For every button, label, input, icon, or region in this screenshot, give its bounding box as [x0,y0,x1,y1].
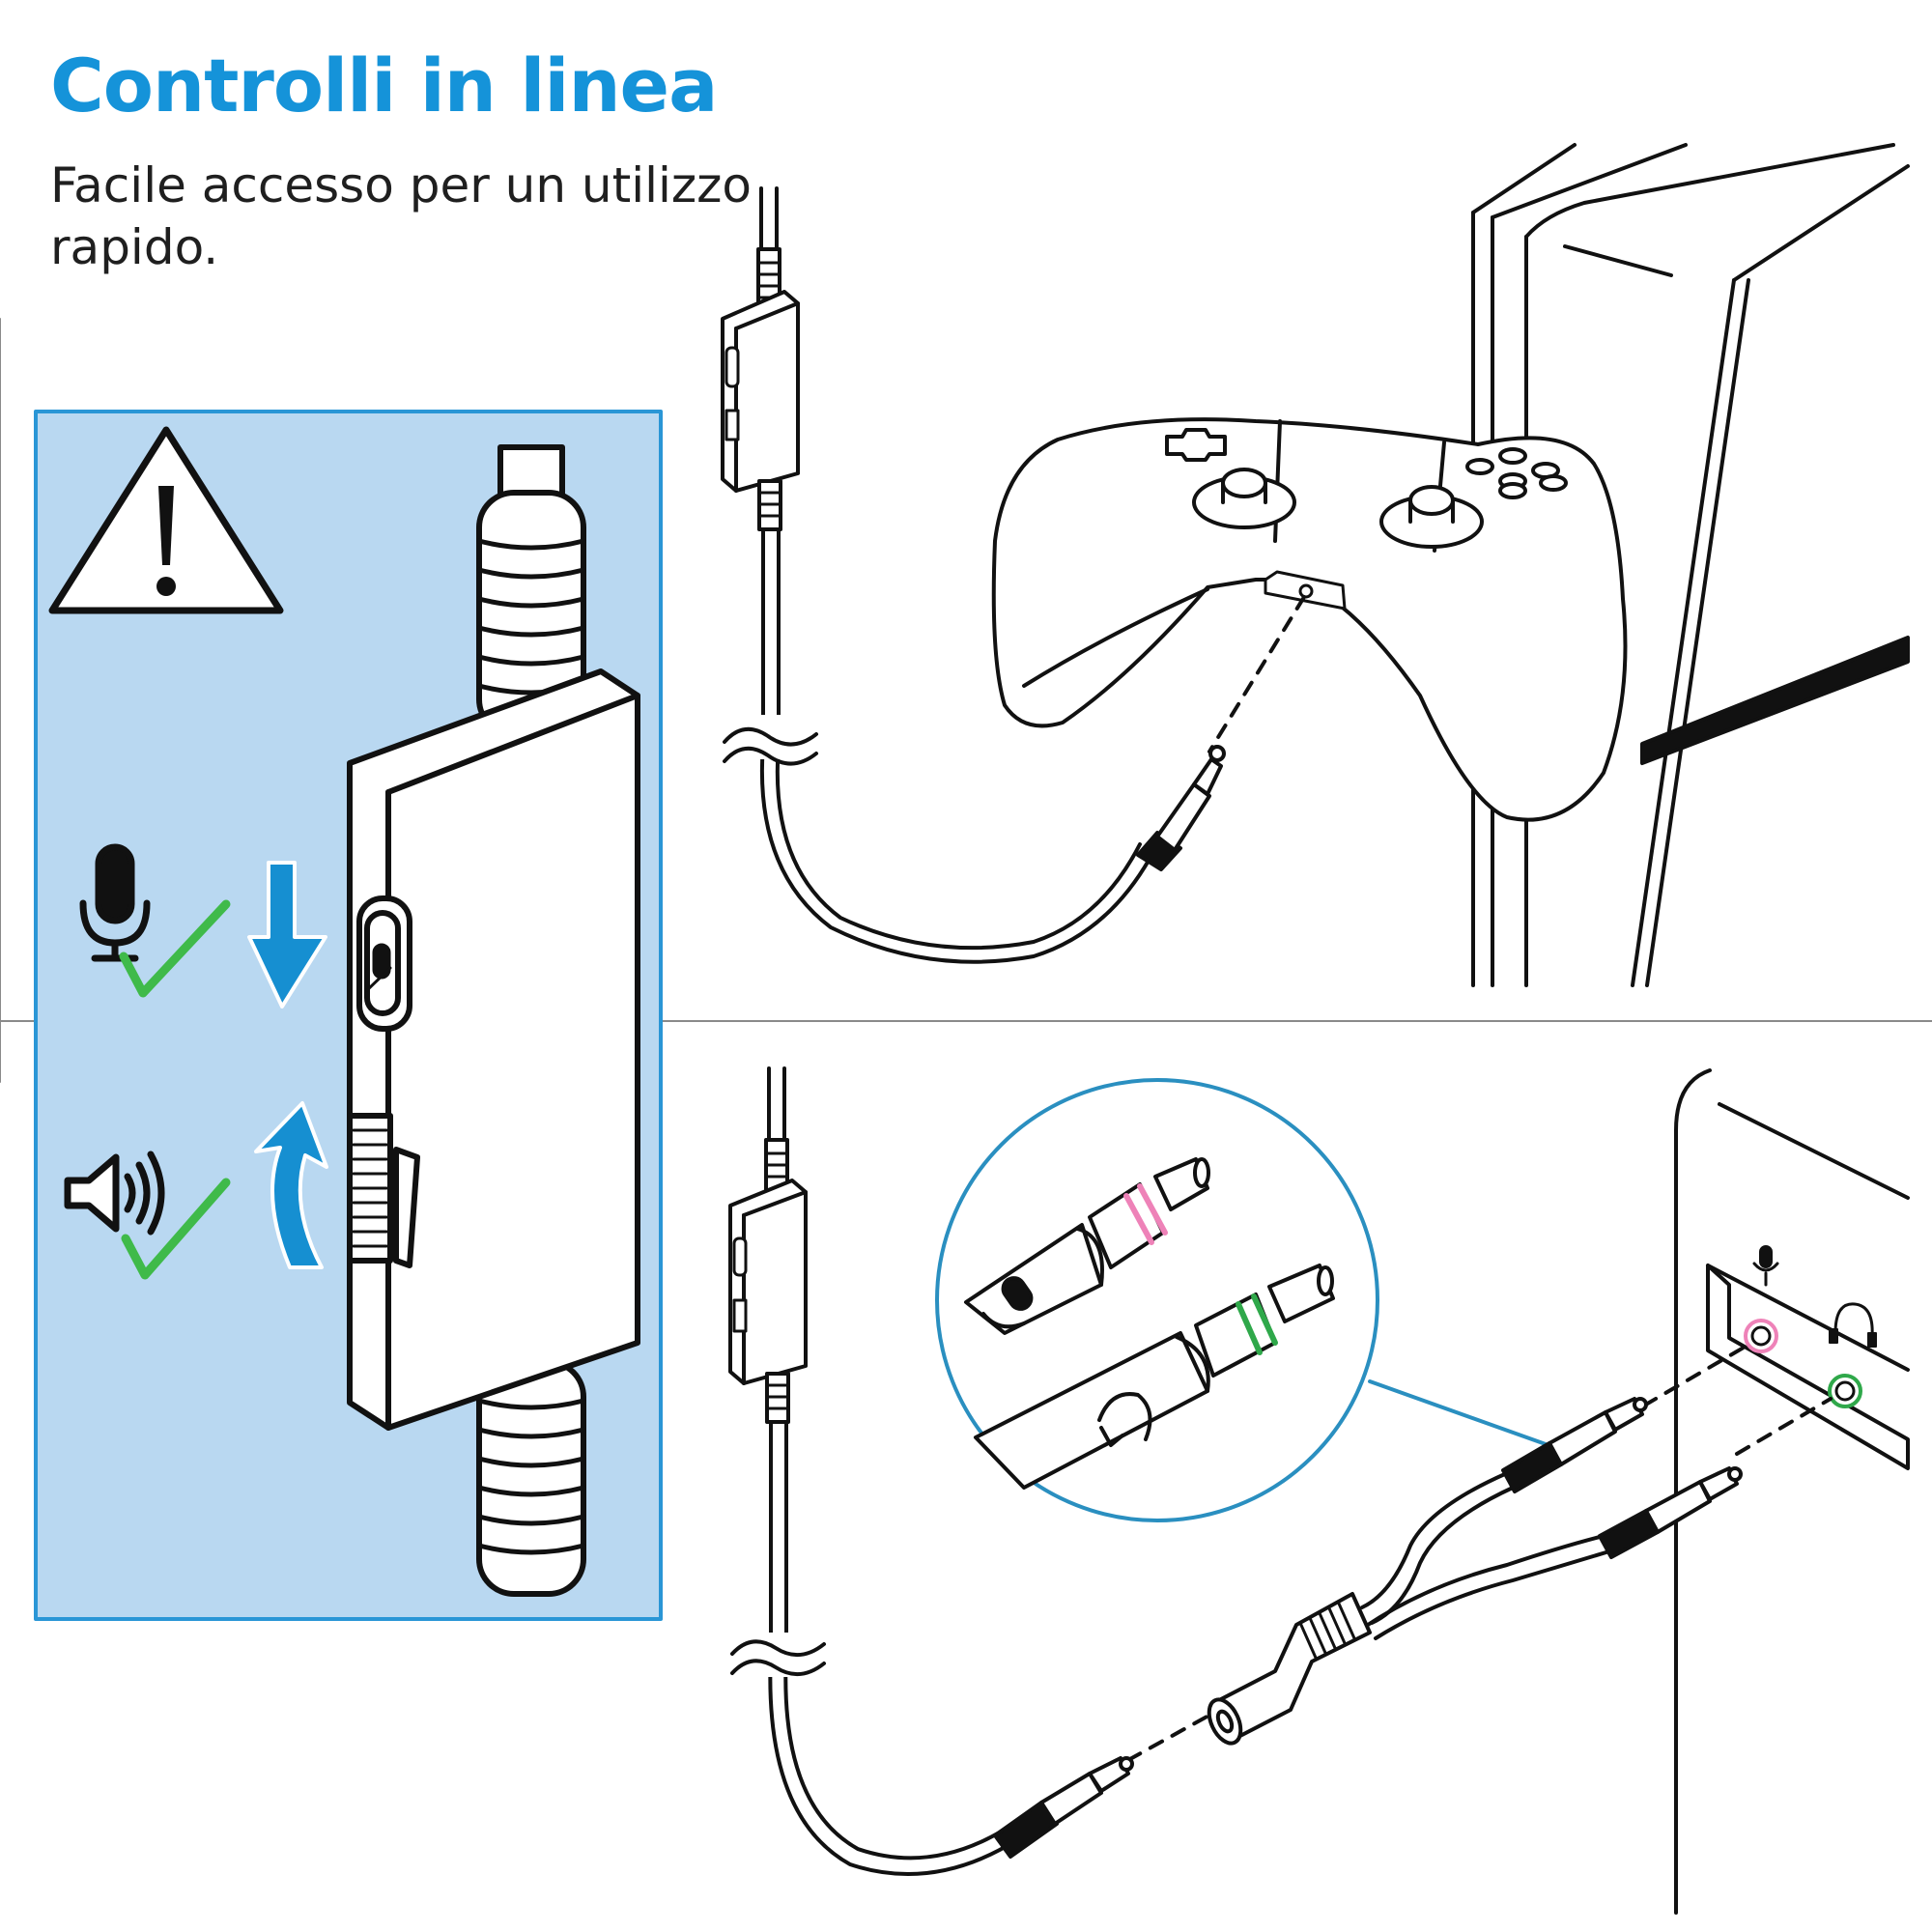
game-controller [991,417,1628,822]
y-splitter-cable [1207,1397,1743,1746]
cable-bottom [768,1420,1026,1876]
mic-port-icon [1752,1245,1779,1287]
top-scene [721,143,1910,987]
checkmark-icon [121,1178,231,1280]
inline-remote-large [347,444,640,1597]
cable-break-mark [723,726,818,747]
warning-icon [48,426,284,614]
audio-jack-3-5mm [1136,745,1226,871]
cable-top [759,527,1156,964]
microphone-icon [79,843,151,962]
magnified-plugs-callout [935,1078,1548,1522]
arrow-down-icon [247,861,327,1009]
arrow-up-icon [254,1101,328,1269]
callout-panel [34,410,663,1621]
pc-tower [1674,1068,1910,1915]
checkmark-icon [119,899,231,998]
inline-remote-small-bottom [728,1066,808,1424]
inline-remote-small-top [721,186,800,531]
headphone-plug [974,1264,1335,1490]
headphone-port-icon [1829,1302,1877,1348]
speaker-volume-icon [64,1151,165,1236]
bottom-scene [728,1066,1910,1915]
audio-jack-3-5mm [993,1756,1134,1859]
mic-plug [964,1157,1210,1335]
page-subtitle: Facile accesso per un utilizzo rapido. [50,157,752,275]
page-title: Controlli in linea [50,43,718,128]
console [1471,143,1910,987]
cable-break-mark [730,1639,826,1657]
